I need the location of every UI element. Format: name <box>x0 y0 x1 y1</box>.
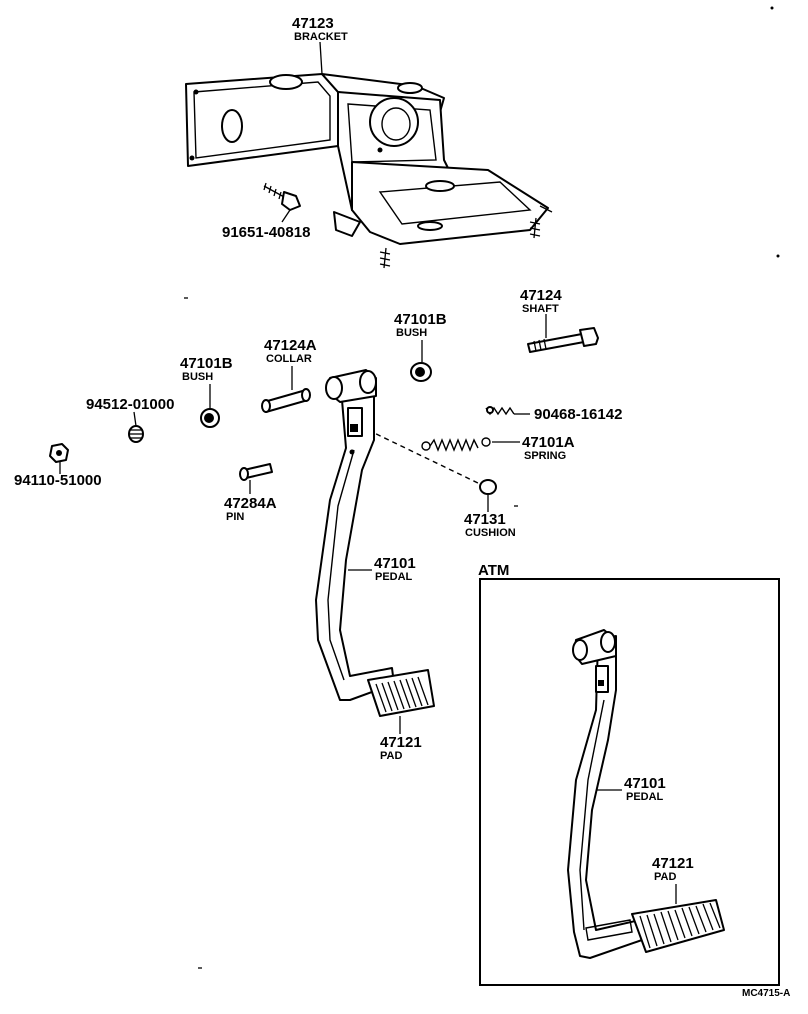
pad-number: 47121 <box>380 734 422 751</box>
bracket-name: BRACKET <box>294 31 348 43</box>
pin-drawing <box>239 463 273 481</box>
collar-drawing <box>261 388 311 413</box>
atm-pad-number: 47121 <box>652 855 694 872</box>
bolt-drawing <box>263 182 301 211</box>
cushion-dashed-line <box>367 429 481 485</box>
washer-leader <box>133 411 137 427</box>
pedal-drawing <box>315 369 435 717</box>
bracket-number: 47123 <box>292 15 334 32</box>
collar-number: 47124A <box>264 337 317 354</box>
pin-number: 47284A <box>224 495 277 512</box>
bush-left-name: BUSH <box>182 371 213 383</box>
small-pin-number: 90468-16142 <box>534 406 622 423</box>
pad-name: PAD <box>380 750 402 762</box>
collar-name: COLLAR <box>266 353 312 365</box>
bush-right-number: 47101B <box>394 311 447 328</box>
washer-drawing <box>128 425 144 443</box>
bush-left-number: 47101B <box>180 355 233 372</box>
atm-pedal-drawing <box>567 629 725 959</box>
small-pin-drawing <box>485 406 515 416</box>
reference-code: MC4715-A <box>742 988 790 999</box>
spring-number: 47101A <box>522 434 575 451</box>
cushion-name: CUSHION <box>465 527 516 539</box>
bolt-leader <box>281 209 291 223</box>
bush-right-drawing <box>410 362 432 382</box>
bush-left-drawing <box>200 408 220 428</box>
bush-right-name: BUSH <box>396 327 427 339</box>
spring-drawing <box>421 437 491 452</box>
spring-name: SPRING <box>524 450 566 462</box>
nut-drawing <box>49 443 69 463</box>
pedal-number: 47101 <box>374 555 416 572</box>
cushion-number: 47131 <box>464 511 506 528</box>
pin-name: PIN <box>226 511 244 523</box>
shaft-name: SHAFT <box>522 303 559 315</box>
washer-number: 94512-01000 <box>86 396 174 413</box>
bracket-drawing <box>185 73 553 269</box>
shaft-drawing <box>527 327 599 353</box>
cushion-drawing <box>479 479 497 495</box>
atm-pad-name: PAD <box>654 871 676 883</box>
pedal-name: PEDAL <box>375 571 413 583</box>
atm-inset-title: ATM <box>478 562 509 579</box>
bolt-number: 91651-40818 <box>222 224 310 241</box>
nut-number: 94110-51000 <box>14 472 102 489</box>
atm-pedal-name: PEDAL <box>626 791 664 803</box>
bracket-leader <box>319 41 323 75</box>
atm-inset-frame <box>479 578 780 986</box>
shaft-number: 47124 <box>520 287 562 304</box>
atm-pedal-number: 47101 <box>624 775 666 792</box>
